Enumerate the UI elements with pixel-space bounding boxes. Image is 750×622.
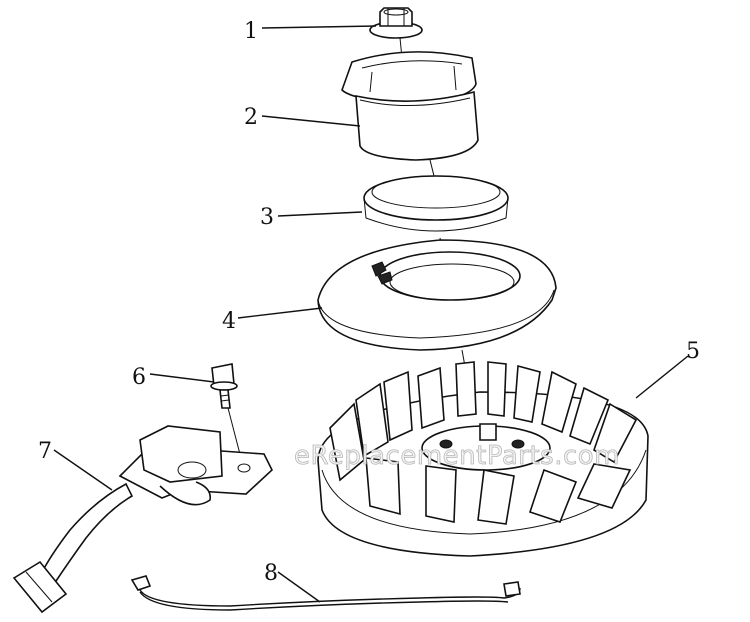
callout-6: 6 [132, 365, 146, 390]
callout-2: 2 [244, 105, 258, 130]
axis-line-2 [429, 159, 435, 177]
part-4-disc [317, 239, 557, 351]
part-8-wire [130, 575, 521, 611]
callout-3: 3 [260, 205, 274, 230]
leader-line-5 [635, 355, 689, 399]
leader-line-1 [261, 25, 377, 29]
leader-line-7 [53, 449, 113, 491]
callout-7: 7 [38, 439, 52, 464]
callout-4: 4 [222, 309, 236, 334]
part-5-flywheel [317, 361, 649, 557]
part-3-ring [363, 175, 509, 232]
leader-line-6 [149, 373, 215, 383]
part-7-ignition-coil [12, 425, 273, 614]
leader-line-8 [277, 571, 321, 603]
part-6-bolt [210, 363, 238, 409]
callout-1: 1 [244, 19, 258, 44]
leader-line-2 [261, 115, 361, 127]
callout-8: 8 [264, 561, 278, 586]
part-2-starter-cup [341, 51, 479, 161]
part-1-flange-nut [369, 7, 423, 39]
watermark-text: eReplacementParts.com [294, 441, 620, 471]
leader-line-3 [277, 211, 363, 217]
callout-5: 5 [686, 339, 700, 364]
leader-line-4 [237, 307, 323, 319]
